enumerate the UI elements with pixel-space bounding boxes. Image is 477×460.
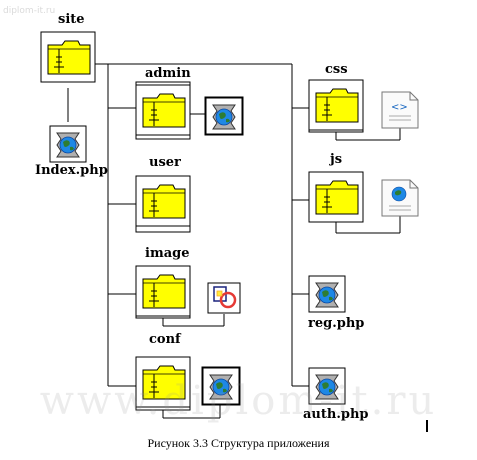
admin-folder-icon [135, 84, 191, 136]
text-cursor [426, 420, 428, 432]
css-file-icon: <> [381, 91, 419, 129]
site-folder-icon [40, 31, 96, 83]
label-image: image [145, 246, 190, 261]
label-site: site [58, 12, 85, 27]
watermark-small: diplom-it.ru [3, 6, 56, 16]
auth-php-icon [308, 367, 346, 405]
label-admin: admin [145, 66, 191, 81]
label-index-php: Index.php [35, 163, 108, 178]
label-conf: conf [149, 332, 181, 347]
admin-php-icon [205, 97, 243, 135]
label-js: js [330, 152, 343, 167]
reg-php-icon [308, 275, 346, 313]
index-php-icon [49, 125, 87, 163]
css-folder-icon [308, 79, 364, 131]
connector-lines [67, 63, 401, 419]
conf-php-icon [202, 367, 240, 405]
label-css: css [325, 62, 348, 77]
conf-folder-icon [135, 356, 191, 408]
image-folder-icon [135, 265, 191, 317]
user-folder-icon [135, 175, 191, 227]
js-folder-icon [308, 171, 364, 223]
label-auth-php: auth.php [303, 407, 369, 422]
image-file-icon [207, 282, 241, 314]
js-file-icon [381, 179, 419, 217]
svg-text:<>: <> [391, 102, 408, 113]
figure-caption: Рисунок 3.3 Структура приложения [147, 436, 330, 450]
label-user: user [149, 155, 181, 170]
label-reg-php: reg.php [308, 316, 365, 331]
